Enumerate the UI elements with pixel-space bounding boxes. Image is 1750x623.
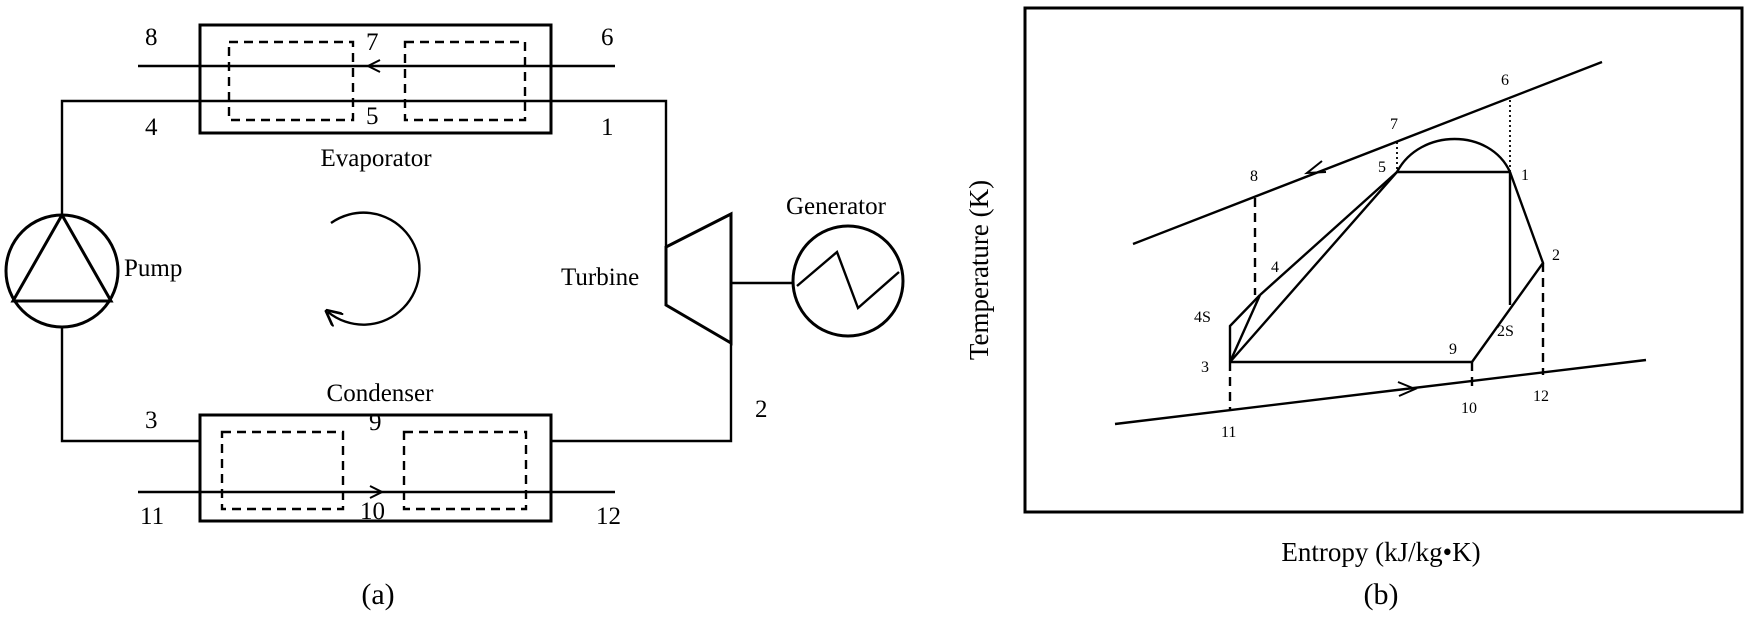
preheat-line bbox=[1259, 171, 1398, 296]
state-label-12: 12 bbox=[596, 503, 621, 530]
generator-label: Generator bbox=[786, 193, 887, 220]
ts-label-9: 9 bbox=[1449, 341, 1457, 358]
state-label-5: 5 bbox=[366, 103, 379, 130]
condenser-box bbox=[198, 413, 553, 523]
state-label-3: 3 bbox=[145, 407, 158, 434]
turbine-symbol bbox=[664, 211, 733, 346]
evaporator-inner-left bbox=[227, 40, 355, 122]
state-label-11: 11 bbox=[140, 503, 164, 530]
pump-actual bbox=[1228, 294, 1262, 363]
condenser-inner-left bbox=[220, 430, 345, 511]
state-label-8: 8 bbox=[145, 24, 158, 51]
condenser-unit: Condenser bbox=[138, 380, 615, 523]
caption-a: (a) bbox=[361, 578, 394, 611]
ts-label-10: 10 bbox=[1461, 400, 1477, 417]
heat-source-arrow bbox=[1303, 160, 1327, 175]
ts-x-axis-label: Entropy (kJ/kg•K) bbox=[1281, 537, 1480, 567]
ts-y-axis-label: Temperature (K) bbox=[964, 180, 994, 360]
ts-label-6: 6 bbox=[1501, 72, 1509, 89]
ts-label-3: 3 bbox=[1201, 359, 1209, 376]
ts-label-1: 1 bbox=[1521, 167, 1529, 184]
ts-diagram: 1 2 2S 3 4 4S 5 6 7 8 9 10 11 12 Tempera… bbox=[964, 6, 1744, 611]
evaporator-unit: Evaporator bbox=[138, 23, 615, 172]
pump-label: Pump bbox=[124, 255, 182, 282]
ts-label-5: 5 bbox=[1378, 159, 1386, 176]
ts-plot-frame bbox=[1023, 6, 1744, 514]
ts-label-8: 8 bbox=[1250, 168, 1258, 185]
pipe-pump-to-evap bbox=[60, 99, 200, 215]
heat-source-line bbox=[1132, 60, 1603, 246]
pipe-evap-to-turbine bbox=[200, 99, 668, 247]
condenser-label: Condenser bbox=[327, 380, 435, 407]
generator-symbol bbox=[791, 224, 905, 338]
state-label-4: 4 bbox=[145, 114, 158, 141]
ts-label-4: 4 bbox=[1271, 259, 1279, 276]
ts-label-7: 7 bbox=[1390, 116, 1398, 133]
state-label-1: 1 bbox=[601, 114, 614, 141]
state-label-6: 6 bbox=[601, 24, 614, 51]
pump-compression bbox=[1228, 294, 1261, 362]
ts-label-4s: 4S bbox=[1194, 309, 1211, 326]
turbine-label: Turbine bbox=[561, 264, 639, 291]
ts-label-2: 2 bbox=[1552, 247, 1560, 264]
pipe-condenser-to-pump bbox=[60, 327, 200, 443]
cooling-arrow bbox=[1397, 381, 1418, 397]
pump-symbol bbox=[4, 211, 120, 329]
heat-source-flow-arrow bbox=[365, 59, 381, 73]
cooling-flow-arrow bbox=[369, 485, 385, 499]
evaporator-box bbox=[198, 23, 553, 135]
ts-label-12: 12 bbox=[1533, 388, 1549, 405]
evaporator-inner-right bbox=[403, 40, 527, 122]
state-label-10: 10 bbox=[360, 498, 385, 525]
ts-label-2s: 2S bbox=[1497, 323, 1514, 340]
pipe-turbine-to-condenser bbox=[551, 343, 733, 443]
state-label-7: 7 bbox=[366, 29, 379, 56]
caption-b: (b) bbox=[1364, 578, 1399, 611]
cycle-expansion bbox=[1230, 171, 1545, 364]
state-label-9: 9 bbox=[369, 409, 382, 436]
cycle-direction-arrow bbox=[328, 211, 421, 325]
ts-label-11: 11 bbox=[1221, 424, 1236, 441]
orc-schematic: Evaporator Condenser Pump Turbine bbox=[4, 23, 905, 611]
cooling-line bbox=[1114, 358, 1647, 426]
condenser-inner-right bbox=[402, 430, 528, 511]
evaporator-label: Evaporator bbox=[320, 145, 432, 172]
state-label-2: 2 bbox=[755, 396, 768, 423]
saturation-dome bbox=[1395, 137, 1512, 173]
